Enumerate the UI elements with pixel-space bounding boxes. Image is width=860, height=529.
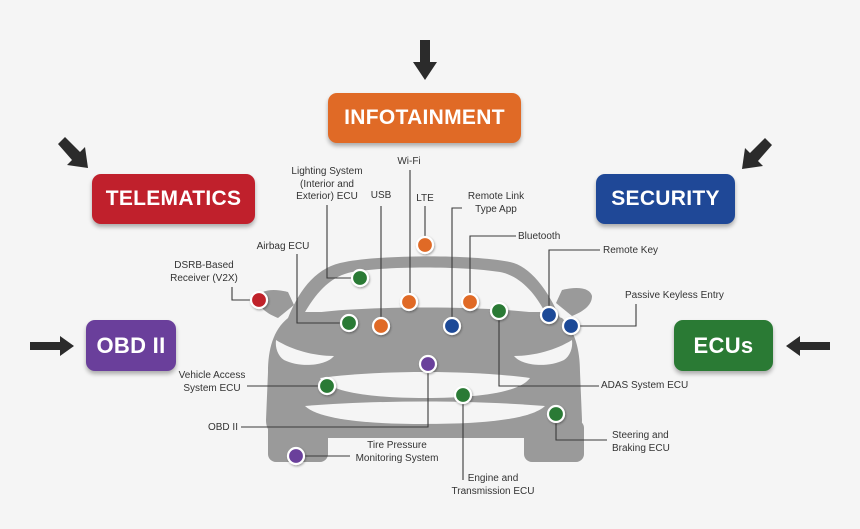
category-infotainment-label: INFOTAINMENT [344, 106, 505, 129]
dot-dsrb [249, 290, 269, 310]
category-telematics: TELEMATICS [92, 174, 255, 224]
dot-remote-key [539, 305, 559, 325]
leader-line-airbag [296, 254, 349, 324]
leader-line-lighting [326, 205, 360, 279]
leader-line-adas [498, 311, 599, 387]
label-adas: ADAS System ECU [601, 380, 689, 391]
dot-lighting [350, 268, 370, 288]
label-bluetooth: Bluetooth [518, 231, 561, 242]
category-security-label: SECURITY [611, 187, 720, 210]
category-infotainment: INFOTAINMENT [328, 93, 521, 143]
dot-usb [371, 316, 391, 336]
dot-vehicle-access [317, 376, 337, 396]
arrow-diagonal-left-icon [742, 138, 772, 169]
arrow-right-icon [30, 336, 74, 356]
category-obd-label: OBD II [96, 332, 166, 358]
arrow-down-icon [413, 40, 437, 80]
dot-airbag [339, 313, 359, 333]
category-ecus-label: ECUs [693, 332, 754, 358]
arrow-diagonal-right-icon [58, 137, 88, 168]
dot-wifi [399, 292, 419, 312]
label-airbag: Airbag ECU [256, 241, 310, 252]
category-security: SECURITY [596, 174, 735, 224]
category-telematics-label: TELEMATICS [105, 187, 242, 210]
arrow-left-icon [786, 336, 830, 356]
leader-line-obd [241, 364, 429, 428]
label-lte: LTE [416, 193, 434, 204]
leader-line-remote-link [451, 207, 462, 326]
dot-obd [418, 354, 438, 374]
label-remote-key: Remote Key [603, 245, 659, 256]
label-usb: USB [370, 190, 392, 201]
label-wifi: Wi-Fi [397, 156, 421, 167]
dot-lte [415, 235, 435, 255]
leader-line-bluetooth [469, 235, 516, 302]
label-passive-keyless: Passive Keyless Entry [625, 290, 724, 301]
dot-passive-keyless [561, 316, 581, 336]
leader-line-passive-keyless [571, 304, 637, 327]
leader-line-remote-key [548, 249, 600, 315]
category-ecus: ECUs [674, 320, 773, 371]
category-obd: OBD II [86, 320, 176, 371]
dot-bluetooth [460, 292, 480, 312]
dot-adas [489, 301, 509, 321]
label-obd: OBD II [207, 422, 238, 433]
dot-remote-link [442, 316, 462, 336]
dot-steering [546, 404, 566, 424]
dot-tire [286, 446, 306, 466]
dot-engine [453, 385, 473, 405]
